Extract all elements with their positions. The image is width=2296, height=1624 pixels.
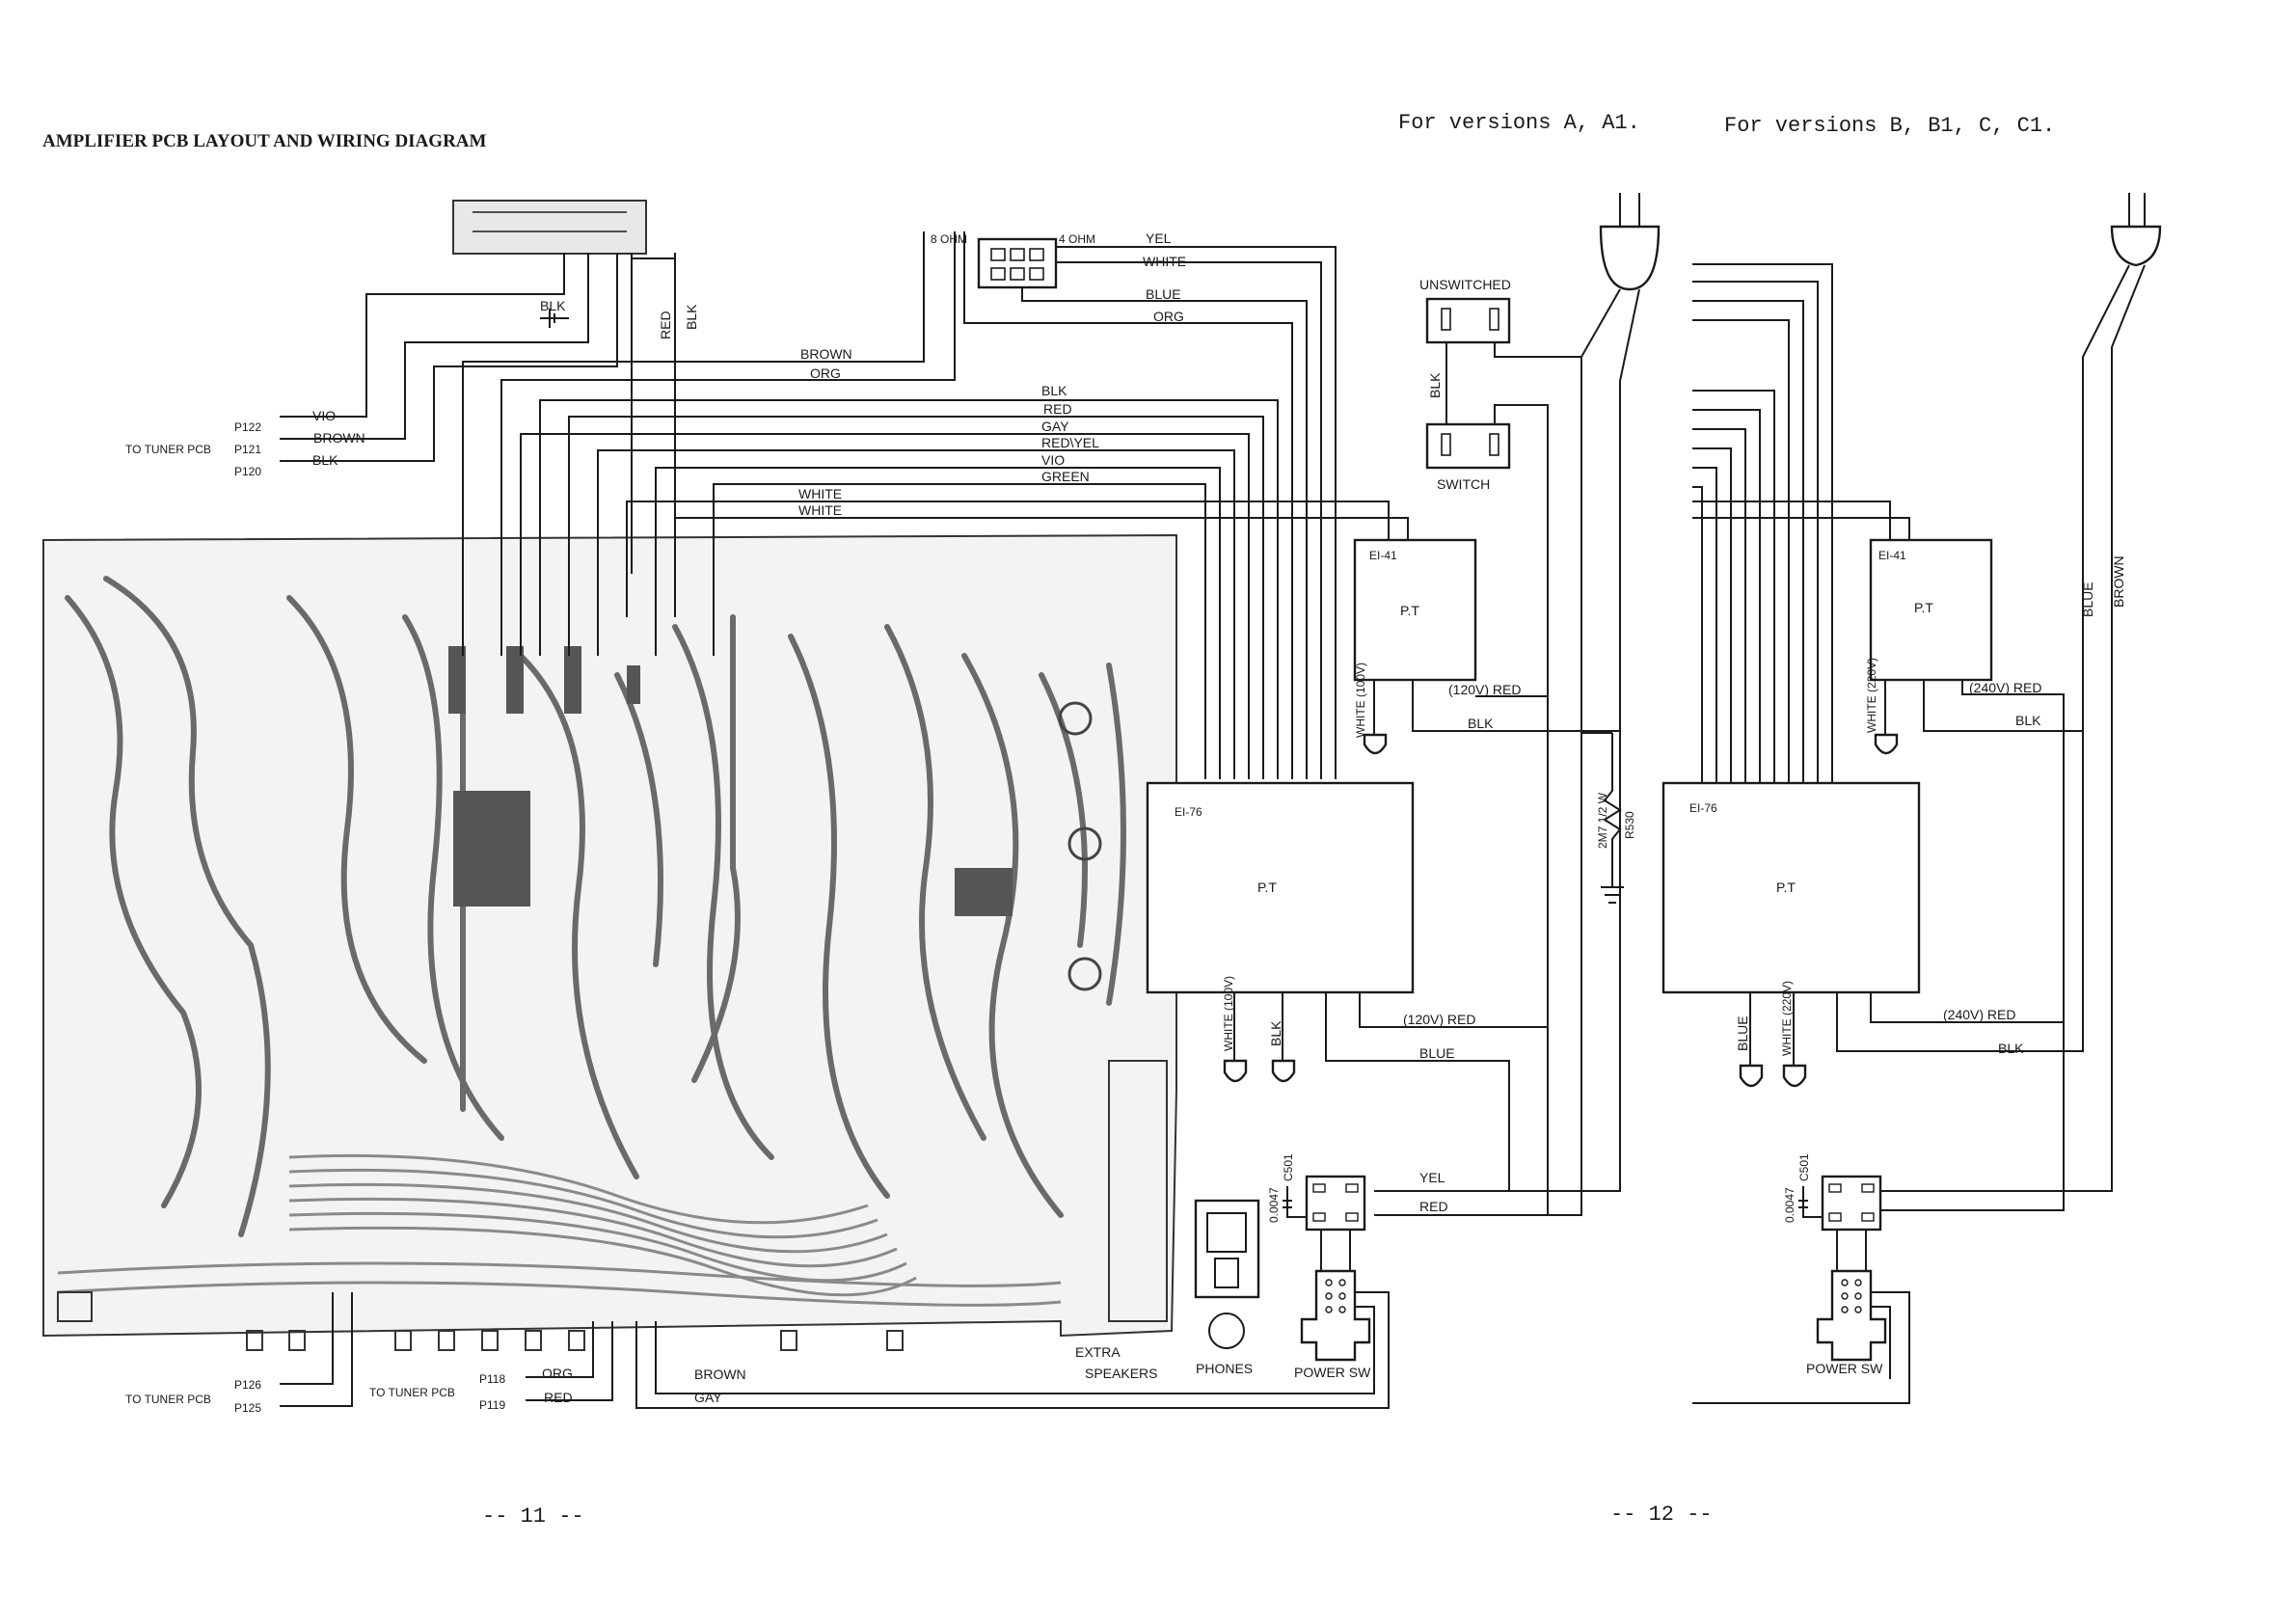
r530-label: R530 — [1623, 811, 1636, 839]
gay-bottom-label: GAY — [694, 1390, 722, 1405]
power-sw-right-label: POWER SW — [1806, 1361, 1883, 1376]
p118-label: P118 — [479, 1372, 505, 1386]
brown-vertical-label: BROWN — [2111, 555, 2126, 608]
to-tuner-pcb-label: TO TUNER PCB — [125, 443, 211, 456]
cap-value-right-label: 0.0047 — [1783, 1187, 1796, 1223]
pt-left-large-label: P.T — [1257, 880, 1277, 895]
red-bus-label: RED — [1043, 401, 1072, 417]
c501-left-label: C501 — [1282, 1153, 1295, 1181]
org-wire-label: ORG — [810, 365, 841, 381]
speaker-terminal — [977, 237, 1058, 289]
blk-bus-label: BLK — [1041, 383, 1067, 398]
blk-vertical-label: BLK — [684, 304, 699, 330]
ei76-right-label: EI-76 — [1689, 801, 1717, 815]
4-ohm-label: 4 OHM — [1059, 232, 1095, 246]
pt-right-small-label: P.T — [1914, 600, 1933, 615]
blue-label: BLUE — [1146, 286, 1181, 302]
yel-label: YEL — [1146, 230, 1172, 246]
version-a-heading: For versions A, A1. — [1398, 111, 1640, 135]
white-bus-label-1: WHITE — [798, 486, 842, 501]
blue-right-label: BLUE — [1735, 1015, 1750, 1051]
blk-small-label: BLK — [540, 298, 566, 313]
red-psu-label: RED — [1419, 1199, 1448, 1214]
blk-right-b-label: BLK — [1998, 1041, 2024, 1056]
version-b-heading: For versions B, B1, C, C1. — [1724, 114, 2055, 138]
blk-ei76-label: BLK — [1268, 1020, 1283, 1046]
extra-label: EXTRA — [1075, 1344, 1121, 1360]
red-120v-label: (120V) RED — [1448, 682, 1521, 697]
ei41-left-label: EI-41 — [1369, 549, 1397, 562]
white-220v-b-label: WHITE (220V) — [1780, 981, 1794, 1056]
page-number-11: -- 11 -- — [482, 1504, 584, 1529]
brown-wire-label: BROWN — [800, 346, 852, 362]
blk-right-label: BLK — [2015, 713, 2041, 728]
green-bus-label: GREEN — [1041, 469, 1090, 484]
red-bottom-label: RED — [544, 1390, 573, 1405]
red-vertical-label: RED — [658, 311, 673, 339]
tuner-bottom-wires — [280, 1292, 613, 1407]
vio-label: VIO — [312, 408, 336, 423]
white-100v-b-label: WHITE (100V) — [1222, 976, 1235, 1051]
cap-value-left-label: 0.0047 — [1267, 1187, 1281, 1223]
right-power-supply — [1661, 193, 2162, 1404]
amplifier-pcb — [42, 533, 1177, 1351]
blue-psu-label: BLUE — [1419, 1045, 1455, 1061]
to-tuner-pcb-bottom-1-label: TO TUNER PCB — [125, 1393, 211, 1406]
p122-label: P122 — [234, 420, 261, 434]
speaker-wires — [462, 231, 1337, 779]
white-label: WHITE — [1143, 254, 1186, 269]
p121-label: P121 — [234, 443, 261, 456]
org-label: ORG — [1153, 309, 1184, 324]
org-bottom-label: ORG — [542, 1366, 573, 1381]
yel-psu-label: YEL — [1419, 1170, 1445, 1185]
brown-bottom-label: BROWN — [694, 1367, 746, 1382]
blk-ei41-label: BLK — [1468, 716, 1494, 731]
p120-label: P120 — [234, 465, 261, 478]
blue-vertical-label: BLUE — [2080, 582, 2095, 617]
page-title: AMPLIFIER PCB LAYOUT AND WIRING DIAGRAM — [42, 131, 487, 151]
p125-label: P125 — [234, 1401, 261, 1415]
resistor-value-label: 2M7 1/2 W — [1596, 792, 1609, 849]
red-240v-b-label: (240V) RED — [1943, 1007, 2015, 1022]
switch-label: SWITCH — [1437, 476, 1490, 492]
power-sw-left-label: POWER SW — [1294, 1365, 1371, 1380]
pt-left-small-label: P.T — [1400, 603, 1419, 618]
pt-right-large-label: P.T — [1776, 880, 1796, 895]
speakers-label: SPEAKERS — [1085, 1366, 1157, 1381]
transformer-bus-wires — [520, 399, 1409, 779]
page-number-12: -- 12 -- — [1610, 1502, 1713, 1527]
gay-bus-label: GAY — [1041, 419, 1069, 434]
tuner-top-wires — [280, 253, 676, 574]
red-yel-bus-label: RED\YEL — [1041, 435, 1099, 450]
unswitched-label: UNSWITCHED — [1419, 277, 1511, 292]
p126-label: P126 — [234, 1378, 261, 1392]
input-jack-block — [452, 200, 647, 255]
red-240v-label: (240V) RED — [1969, 680, 2041, 695]
ei41-right-label: EI-41 — [1878, 549, 1906, 562]
c501-right-label: C501 — [1797, 1153, 1811, 1181]
to-tuner-pcb-bottom-2-label: TO TUNER PCB — [369, 1386, 455, 1399]
white-220v-label: WHITE (220V) — [1865, 658, 1878, 733]
red-120v-b-label: (120V) RED — [1403, 1012, 1475, 1027]
blk-psu-label: BLK — [1427, 372, 1443, 398]
brown-label: BROWN — [313, 430, 365, 446]
vio-bus-label: VIO — [1041, 452, 1065, 468]
p119-label: P119 — [479, 1398, 505, 1412]
left-power-supply — [635, 193, 1661, 1409]
8-ohm-label: 8 OHM — [931, 232, 967, 246]
ei76-left-label: EI-76 — [1175, 805, 1202, 819]
phones-label: PHONES — [1196, 1361, 1253, 1376]
blk-label: BLK — [312, 452, 338, 468]
white-100v-label: WHITE (100V) — [1354, 663, 1367, 738]
white-bus-label-2: WHITE — [798, 502, 842, 518]
